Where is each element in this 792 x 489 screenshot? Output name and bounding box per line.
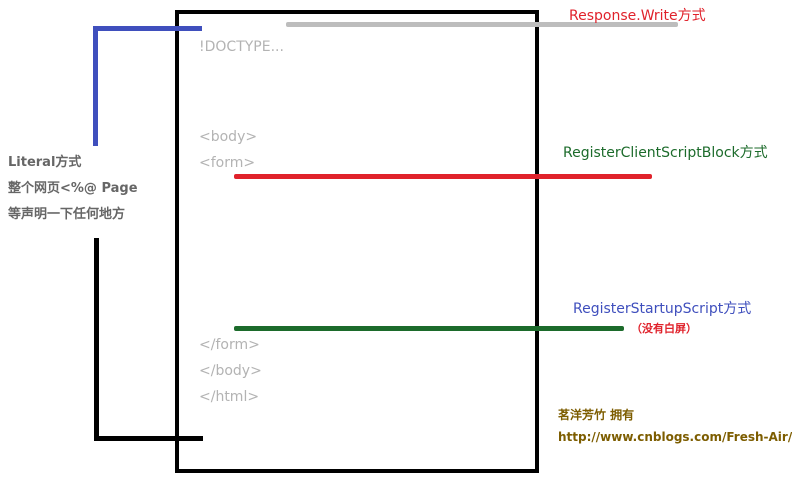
literal-description: Literal方式 整个网页<%@ Page 等声明一下任何地方 xyxy=(8,150,138,228)
literal-bracket-bottom-horizontal xyxy=(94,436,203,441)
literal-bracket-top-vertical xyxy=(93,26,98,146)
credit-author: 茗洋芳竹 拥有 xyxy=(558,408,635,422)
label-response-write: Response.Write方式 xyxy=(569,8,706,24)
code-body-close: </body> xyxy=(199,363,262,379)
response-write-connector xyxy=(286,22,678,27)
client-script-block-connector xyxy=(234,174,652,179)
code-form-open: <form> xyxy=(199,155,256,171)
startup-script-connector xyxy=(234,326,624,331)
label-startup-note: （没有白屏） xyxy=(631,322,697,335)
credit-url: http://www.cnblogs.com/Fresh-Air/ xyxy=(558,430,792,444)
literal-line-3: 等声明一下任何地方 xyxy=(8,207,126,222)
html-document-box xyxy=(175,10,539,473)
literal-bracket-bottom-vertical xyxy=(94,238,99,441)
literal-line-1: Literal方式 xyxy=(8,155,82,170)
code-body-open: <body> xyxy=(199,129,258,145)
code-html-close: </html> xyxy=(199,389,260,405)
label-startup-script: RegisterStartupScript方式 xyxy=(573,301,752,317)
code-doctype: !DOCTYPE... xyxy=(199,39,284,55)
literal-bracket-top-horizontal xyxy=(93,26,202,31)
code-form-close: </form> xyxy=(199,337,260,353)
literal-line-2: 整个网页<%@ Page xyxy=(8,181,138,196)
label-client-script-block: RegisterClientScriptBlock方式 xyxy=(563,145,768,161)
